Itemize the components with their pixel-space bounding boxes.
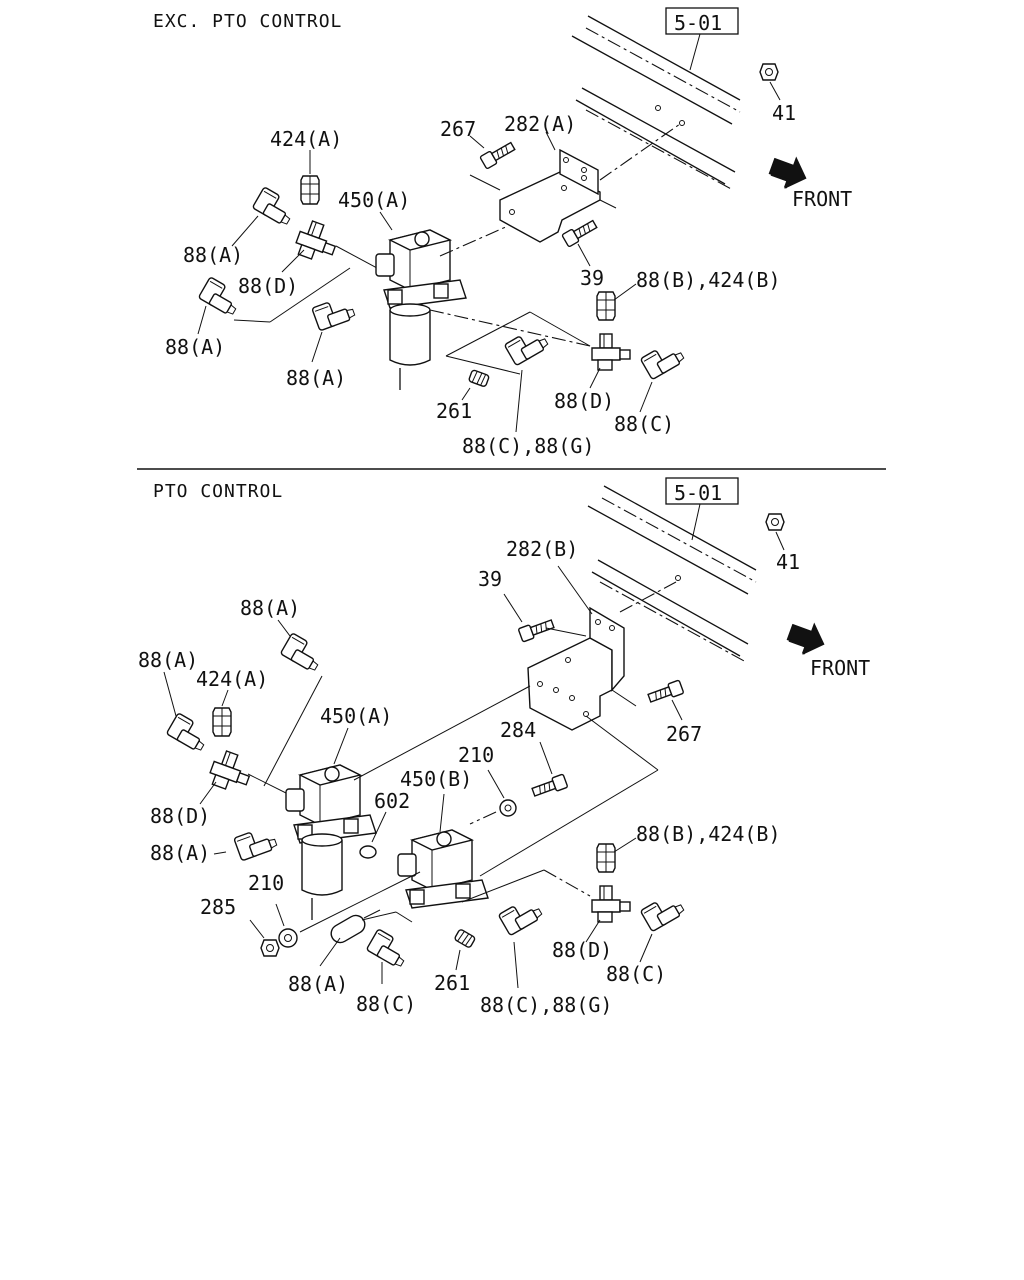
elbow-88a-b2-icon [165, 712, 212, 754]
reference-box-bottom-text: 5-01 [674, 481, 722, 505]
elbow-88a-b3-icon [233, 824, 279, 862]
washer-210-2-icon [278, 928, 298, 948]
front-label-bottom: FRONT [810, 656, 870, 680]
reference-box-top: 5-01 [665, 7, 739, 71]
label-88a-b4: 88(A) [288, 972, 348, 996]
section-bottom: PTO CONTROL 5-01 FRONT 41 [138, 477, 870, 1017]
oring-602-icon [359, 845, 377, 859]
bolt-267-icon [479, 139, 517, 170]
label-602: 602 [374, 789, 410, 813]
elbow-88a-b1-icon [279, 632, 326, 674]
reference-box-top-text: 5-01 [674, 11, 722, 35]
washer-210-1-icon [499, 799, 517, 817]
nut-41-bottom-icon [765, 513, 785, 531]
bolt-284-icon [530, 773, 569, 800]
elbow-88cg-icon [503, 325, 550, 367]
label-88d-b1: 88(D) [150, 804, 210, 828]
plug-261-bottom-icon [453, 928, 477, 949]
label-450a-top: 450(A) [338, 188, 410, 212]
label-88b424b-bottom: 88(B),424(B) [636, 822, 781, 846]
elbow-88a-3-icon [311, 294, 357, 332]
label-88b424b-top: 88(B),424(B) [636, 268, 781, 292]
solenoid-valve-450a-bottom-icon [285, 764, 377, 844]
label-88cg-bottom: 88(C),88(G) [480, 993, 612, 1017]
label-39-bottom: 39 [478, 567, 502, 591]
label-88c-top: 88(C) [614, 412, 674, 436]
label-285: 285 [200, 895, 236, 919]
bolt-39-bottom-icon [517, 616, 556, 643]
hexcap-424a-icon [300, 175, 320, 205]
label-450b: 450(B) [400, 767, 472, 791]
plug-261-icon [467, 368, 491, 388]
bolt-39-icon [561, 217, 599, 248]
tee-88d-b2-icon [591, 885, 631, 923]
label-88c-b2: 88(C) [606, 962, 666, 986]
label-450a-bottom: 450(A) [320, 704, 392, 728]
label-282b: 282(B) [506, 537, 578, 561]
label-282a: 282(A) [504, 112, 576, 136]
elbow-88cg-bottom-icon [497, 895, 544, 937]
tee-88d-1-icon [291, 217, 342, 266]
label-210-b1: 210 [458, 743, 494, 767]
bracket-282a [499, 148, 601, 243]
label-284: 284 [500, 718, 536, 742]
label-424a-top: 424(A) [270, 127, 342, 151]
filter-canister-bottom-icon [301, 833, 343, 921]
label-39-top: 39 [580, 266, 604, 290]
bracket-282b [527, 606, 625, 731]
solenoid-valve-450b-icon [397, 829, 489, 909]
label-88a-b2: 88(A) [138, 648, 198, 672]
label-261-top: 261 [436, 399, 472, 423]
frame-rail-bottom [587, 485, 757, 663]
section-top-title: EXC. PTO CONTROL [153, 11, 342, 32]
solenoid-valve-450a-icon [375, 229, 467, 309]
nut-41-icon [759, 63, 779, 81]
label-41-bottom: 41 [776, 550, 800, 574]
label-88a-b3: 88(A) [150, 841, 210, 865]
label-267-bottom: 267 [666, 722, 702, 746]
label-88a-3-top: 88(A) [286, 366, 346, 390]
label-88c-b1: 88(C) [356, 992, 416, 1016]
reference-box-bottom: 5-01 [665, 477, 739, 541]
section-bottom-title: PTO CONTROL [153, 481, 283, 502]
label-88d-2-top: 88(D) [554, 389, 614, 413]
elbow-88c-b1-icon [365, 928, 412, 970]
label-88a-1-top: 88(A) [183, 243, 243, 267]
label-88cg-top: 88(C),88(G) [462, 434, 594, 458]
hexcap-424b-icon [596, 291, 616, 321]
elbow-88a-1-icon [251, 186, 298, 228]
label-267-top: 267 [440, 117, 476, 141]
label-210-b2: 210 [248, 871, 284, 895]
section-top: EXC. PTO CONTROL 5-01 FRONT 41 [153, 7, 852, 458]
frame-rail-top [571, 15, 741, 191]
tee-88d-2-icon [591, 333, 631, 371]
nut-285-icon [260, 939, 280, 957]
label-88a-b1: 88(A) [240, 596, 300, 620]
hexcap-424a-bottom-icon [212, 707, 232, 737]
hexcap-424b-bottom-icon [596, 843, 616, 873]
label-261-bottom: 261 [434, 971, 470, 995]
bolt-267-bottom-icon [646, 679, 685, 706]
front-arrow-bottom-icon [783, 615, 831, 661]
front-label-top: FRONT [792, 187, 852, 211]
label-88d-b2: 88(D) [552, 938, 612, 962]
label-88d-1-top: 88(D) [238, 274, 298, 298]
filter-canister-icon [389, 303, 431, 391]
elbow-88c-b2-icon [639, 891, 686, 933]
elbow-88c-icon [639, 339, 686, 381]
label-88a-2-top: 88(A) [165, 335, 225, 359]
label-41-top: 41 [772, 101, 796, 125]
tee-88d-b1-icon [205, 747, 256, 796]
label-424a-bottom: 424(A) [196, 667, 268, 691]
